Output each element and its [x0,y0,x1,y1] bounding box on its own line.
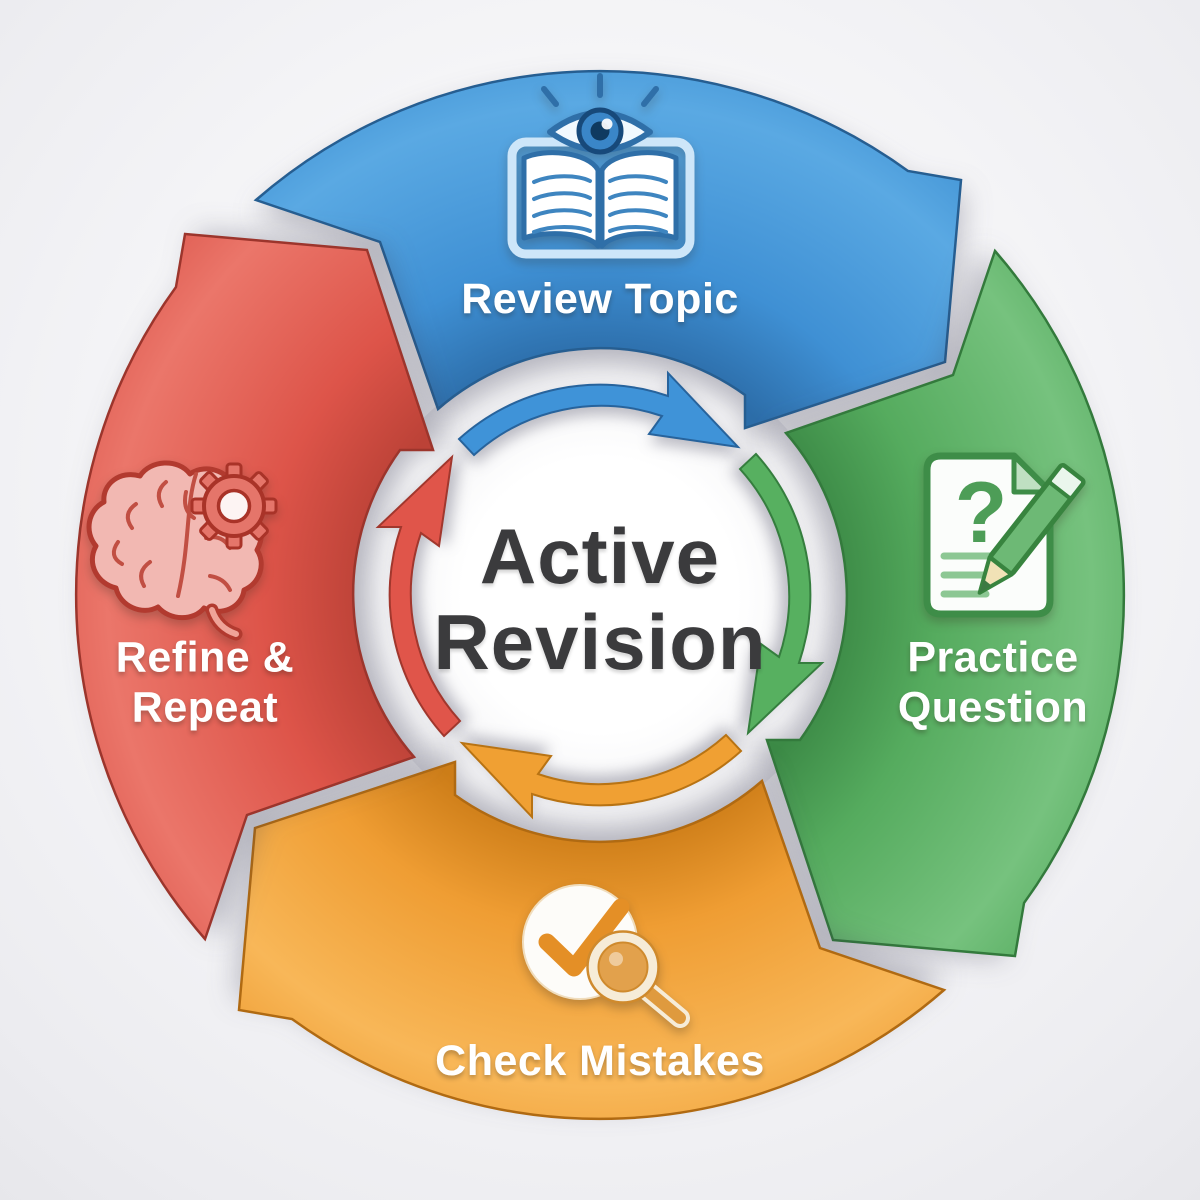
brain-stem-highlight [209,607,239,637]
check-magnifier-icon [522,884,690,1028]
eye-highlight [601,118,613,130]
center-disc [350,345,850,845]
segment-label-refine-repeat: Refine & Repeat [115,633,295,732]
segment-label-practice-question: Practice Question [897,633,1089,732]
pencil [977,463,1086,595]
segment-label-check-mistakes: Check Mistakes [435,1036,765,1085]
magnifier-inner-rim [597,941,649,993]
book-eye-icon [507,73,695,259]
segment-label-review-topic: Review Topic [461,274,739,323]
title-line-1: Active [479,512,721,601]
eye-rays [541,73,659,107]
magnifier-lens [588,932,658,1002]
diagram-title: Active Revision [433,512,767,686]
magnifier-handle [638,982,686,1024]
brain-gear-icon [86,460,278,641]
brain-folds [111,472,232,598]
gear [190,462,278,550]
gear-hole [216,488,252,524]
magnifier-outer-rim [586,930,660,1004]
checkmark [538,898,630,977]
lens-highlight [609,952,623,966]
book-page-lines [532,174,668,234]
paper-folded-corner [1011,453,1053,495]
title-line-2: Revision [433,598,767,686]
question-paper-pencil-icon: ? [923,452,1086,618]
